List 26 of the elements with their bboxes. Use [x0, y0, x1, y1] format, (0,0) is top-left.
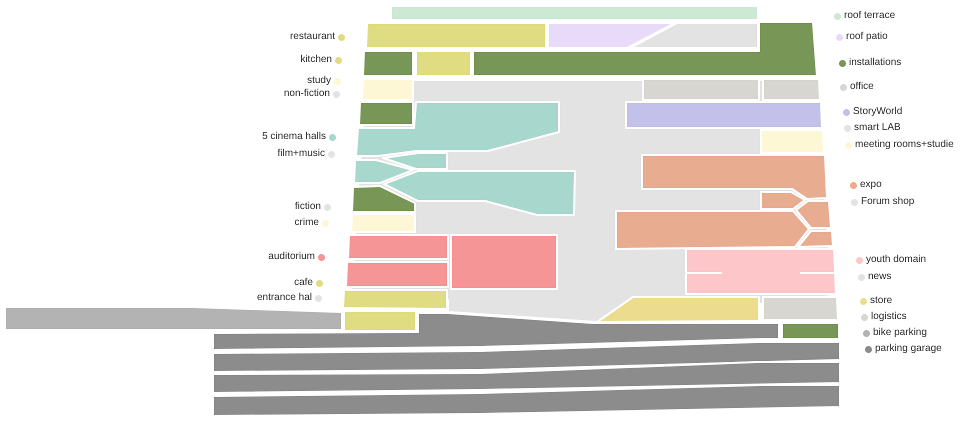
legend-label: office	[850, 81, 874, 93]
legend-label: cafe	[294, 277, 313, 289]
legend-label: entrance hal	[256, 292, 312, 304]
legend-label: store	[870, 295, 892, 307]
legend-label: roof patio	[846, 31, 888, 43]
legend-label: fiction	[294, 201, 321, 213]
legend-label: youth domain	[866, 254, 926, 266]
legend-label: parking garage	[875, 343, 942, 355]
legend-label: non-fiction	[284, 88, 330, 100]
legend-label: 5 cinema halls	[262, 131, 326, 143]
legend-label: smart LAB	[854, 122, 901, 134]
legend-label: study	[307, 75, 331, 87]
legend-label: roof terrace	[844, 10, 896, 22]
legend-label: meeting rooms+studie	[855, 139, 954, 151]
legend-label: film+music	[277, 148, 325, 160]
legend-label: installations	[849, 57, 902, 69]
legend-label: bike parking	[873, 327, 927, 339]
legend-label: restaurant	[290, 31, 335, 43]
legend-label: logistics	[871, 311, 907, 323]
legend-label: expo	[860, 179, 882, 191]
legend-label: kitchen	[300, 54, 332, 66]
legend-label: StoryWorld	[853, 106, 902, 118]
legend-label: crime	[294, 217, 319, 229]
legend-label: auditorium	[268, 251, 315, 263]
legend-label: news	[868, 271, 892, 283]
legend-label: Forum shop	[861, 196, 914, 208]
